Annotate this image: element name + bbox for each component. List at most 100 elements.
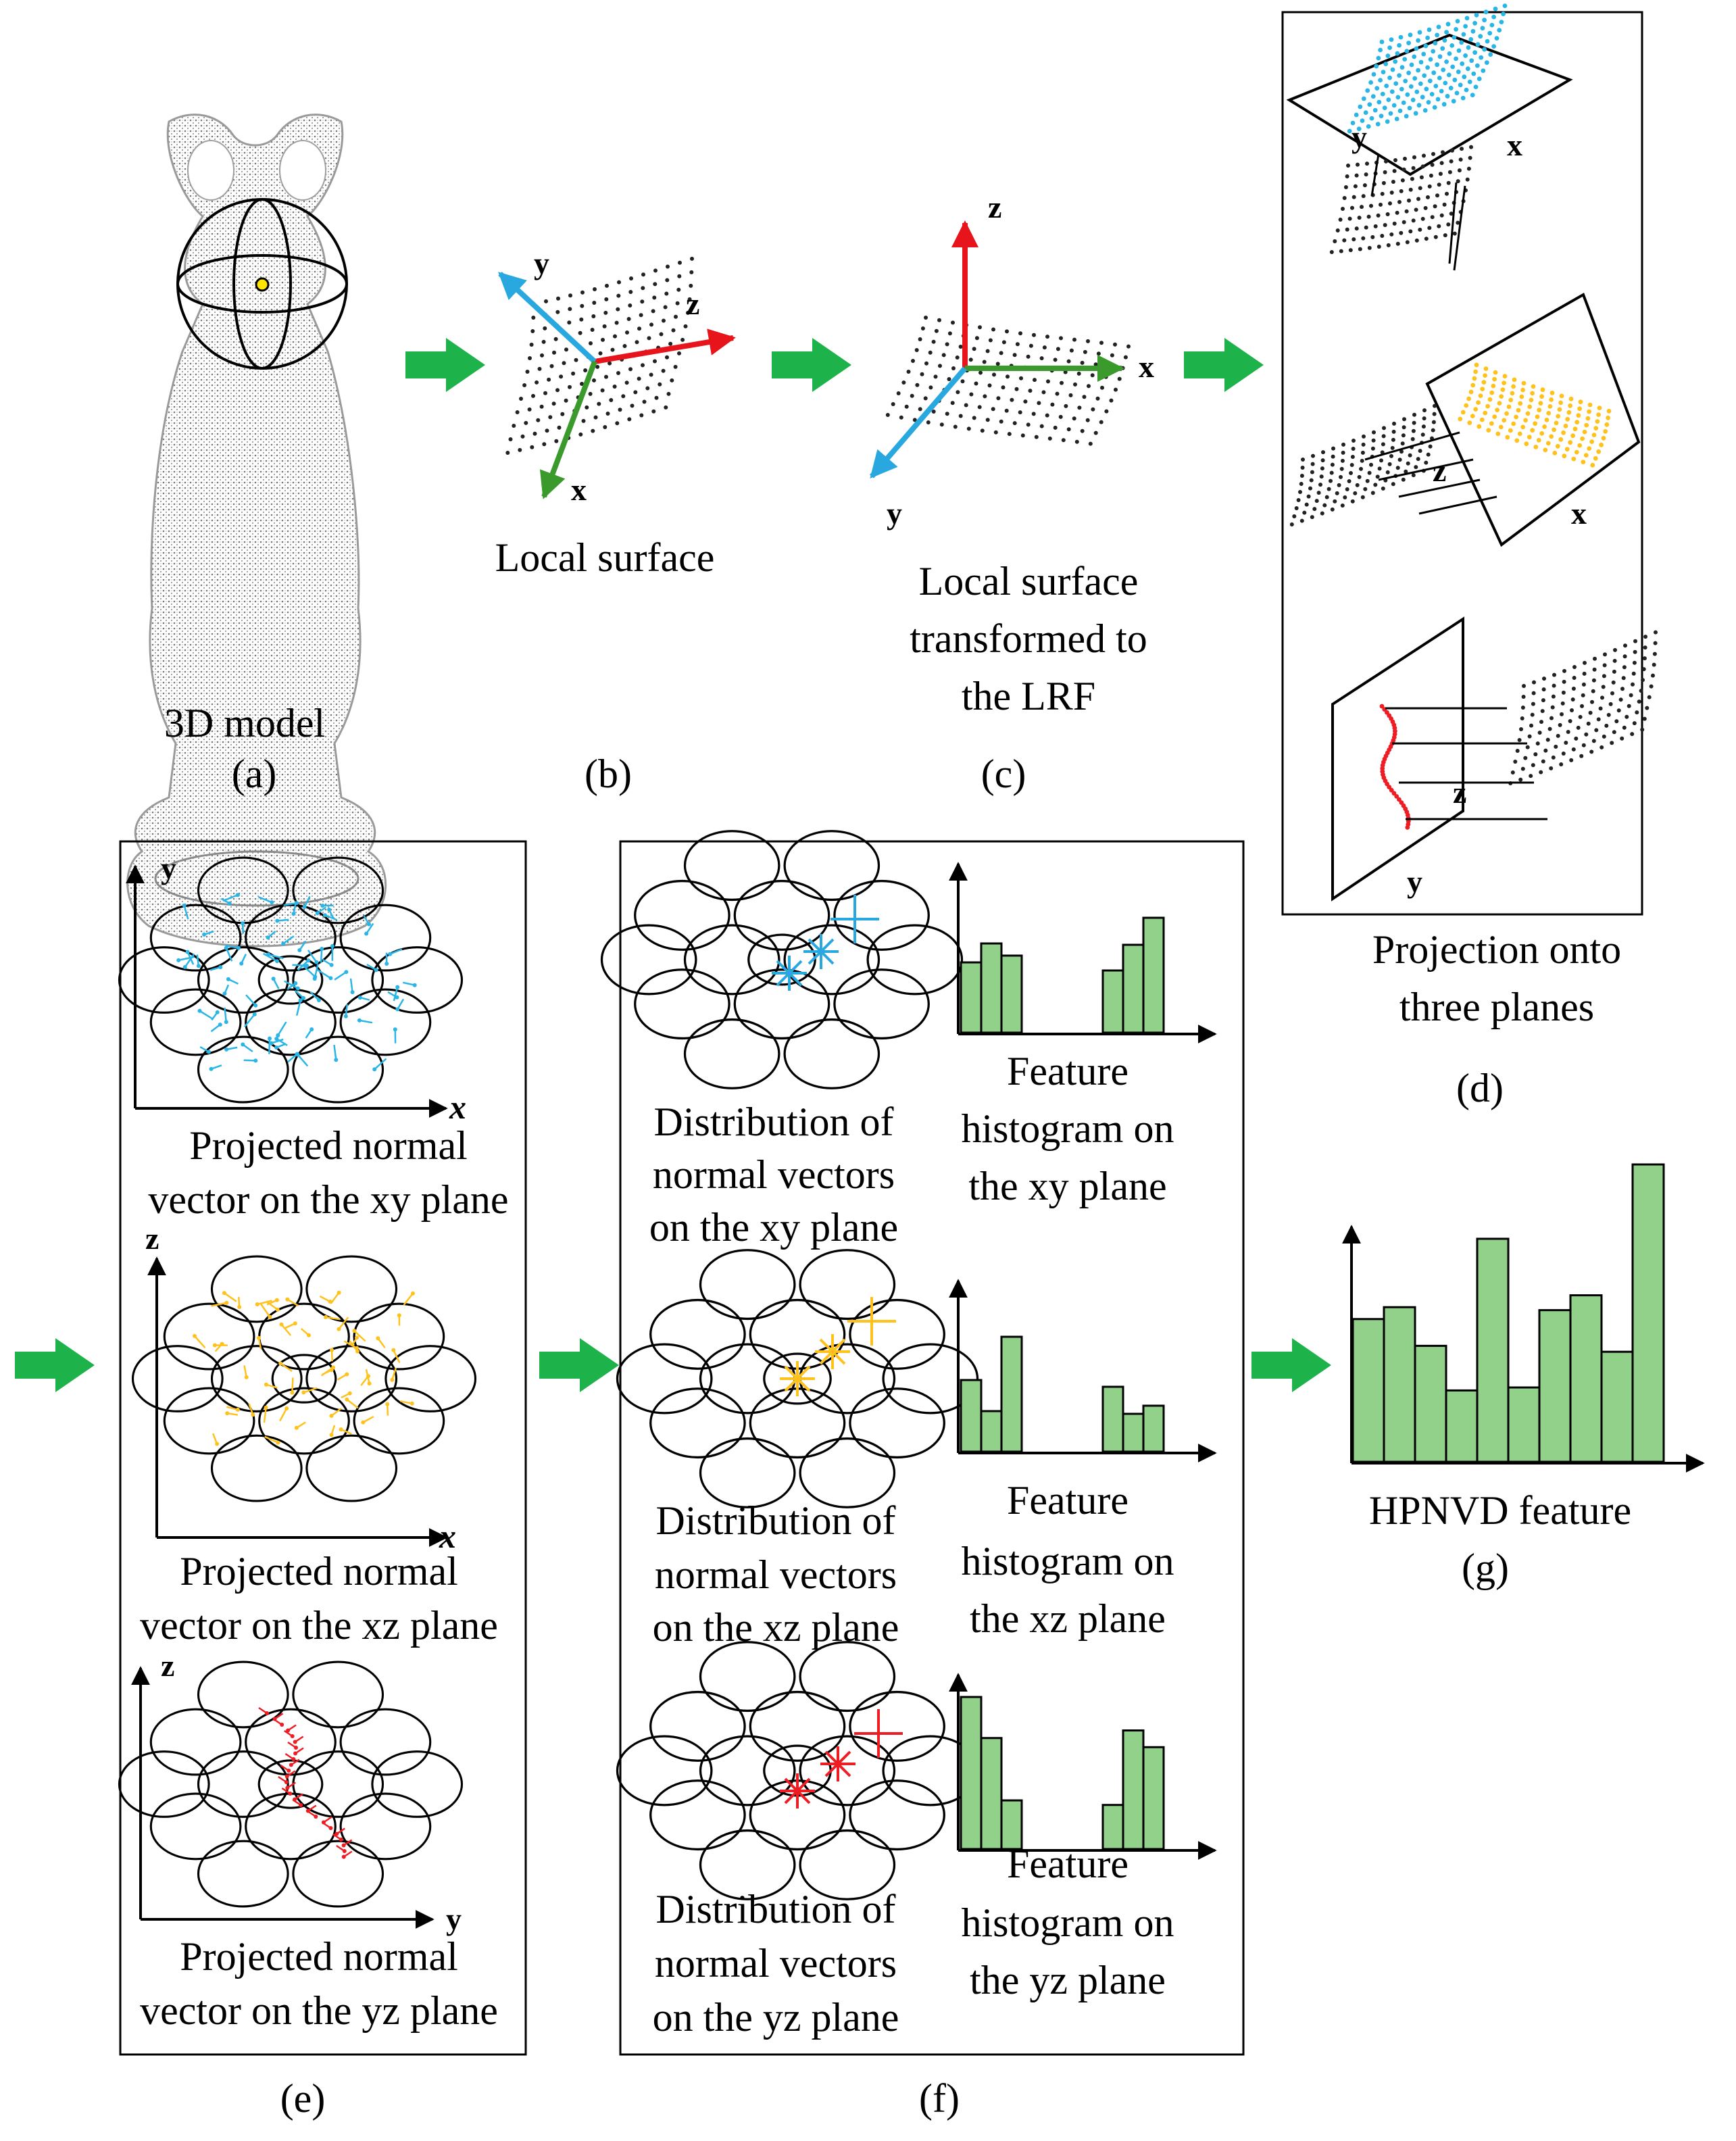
panel-e-frame: [119, 840, 527, 2056]
panel-g: HPNVD feature (g): [1342, 1163, 1705, 1590]
f-hist-xy: [949, 862, 1217, 1043]
histogram-bar: [1101, 1385, 1124, 1453]
e-xz-caption-2: vector on the xz plane: [140, 1603, 498, 1648]
histogram-bar: [960, 961, 983, 1034]
histogram-bar: [960, 1696, 983, 1850]
local-surface-points: [505, 256, 694, 455]
f-yz-hist-1: Feature: [1007, 1842, 1129, 1886]
f-xz-dist-2: normal vectors: [655, 1552, 897, 1597]
histogram-bar: [960, 1379, 983, 1453]
plane-xy: [1286, 33, 1573, 176]
panel-d-line-1: Projection onto: [1372, 927, 1621, 972]
f-dist-xy: [600, 830, 964, 1089]
e-yz-caption-1: Projected normal: [180, 1934, 458, 1979]
plane-yz-axis-a: z: [1453, 775, 1466, 810]
axis-x-arrow: [539, 360, 597, 499]
f-xy-hist-2: histogram on: [962, 1106, 1174, 1151]
e-plot-yz: z y: [118, 1648, 464, 1936]
f-xz-hist-3: the xz plane: [970, 1596, 1166, 1641]
e-xy-caption-2: vector on the xy plane: [148, 1177, 508, 1222]
e-plot-xz: z x: [131, 1221, 477, 1555]
f-xy-dist-1: Distribution of: [654, 1100, 894, 1144]
histogram-bar: [1000, 954, 1023, 1034]
xz-projected-points: [1458, 362, 1612, 468]
histogram-bar: [1600, 1350, 1634, 1463]
histogram-bar: [1569, 1294, 1603, 1463]
plane-xz: [1425, 293, 1641, 547]
axis-y-label: y: [534, 246, 549, 280]
plane-xz-axis-b: x: [1571, 496, 1587, 531]
panel-b-label: (b): [585, 752, 632, 796]
f-xz-hist-2: histogram on: [962, 1539, 1174, 1583]
arrow-to-e-icon: [15, 1338, 95, 1392]
statue-model-image: [126, 114, 387, 948]
histogram-bar: [1507, 1386, 1541, 1463]
histogram-bar: [1142, 916, 1165, 1034]
f-xy-dist-2: normal vectors: [653, 1152, 895, 1197]
e-xy-axis-v: y: [161, 851, 176, 885]
f-yz-dist-2: normal vectors: [655, 1941, 897, 1986]
plane-yz-axis-b: y: [1407, 864, 1422, 899]
e-xz-caption-1: Projected normal: [180, 1549, 458, 1594]
panel-e-label: (e): [280, 2076, 326, 2121]
histogram-bar: [1000, 1335, 1023, 1453]
panel-c-line-3: the LRF: [962, 674, 1095, 718]
histogram-bar: [1414, 1344, 1447, 1463]
yz-histogram-bars: [960, 1696, 1165, 1850]
panel-c-label: (c): [981, 752, 1026, 796]
histogram-bar: [1476, 1237, 1510, 1463]
histogram-bar: [1538, 1309, 1572, 1463]
arrow-e-to-f-icon: [539, 1338, 619, 1392]
arrow-f-to-g-icon: [1251, 1338, 1331, 1392]
e-xz-axis-h: x: [439, 1517, 456, 1555]
axis-z-label: z: [686, 287, 699, 321]
panel-f-label: (f): [919, 2076, 960, 2121]
projection-lines: [1364, 431, 1497, 515]
xy-source-points: [1329, 145, 1473, 254]
panel-f-frame: [619, 840, 1245, 2056]
f-xy-dist-3: on the xy plane: [649, 1205, 898, 1250]
arrow-b-to-c-icon: [772, 338, 851, 392]
e-yz-axis-h: y: [446, 1902, 462, 1936]
panel-d-line-2: three planes: [1399, 985, 1594, 1029]
panel-e: y x Projected normal vector on the xy pl…: [118, 840, 527, 2121]
arrow-c-to-d-icon: [1184, 338, 1264, 392]
transformed-surface-points: [885, 316, 1131, 446]
axis-z-arrow: [594, 328, 736, 364]
xz-normal-vectors: [193, 1290, 415, 1446]
f-xz-hist-1: Feature: [1007, 1478, 1129, 1523]
arrow-a-to-b-icon: [405, 338, 485, 392]
histogram-bar: [1000, 1799, 1023, 1850]
yz-projected-points: [1379, 704, 1411, 830]
f-yz-hist-3: the yz plane: [970, 1958, 1166, 2002]
f-hist-yz: [949, 1673, 1217, 1860]
panel-g-text: HPNVD feature: [1369, 1488, 1631, 1533]
e-xz-axis-v: z: [145, 1221, 159, 1256]
panel-b: y z x Local surface (b): [495, 246, 736, 796]
histogram-bar: [980, 1737, 1003, 1850]
yz-source-points: [1508, 630, 1658, 785]
xy-projected-points: [1347, 3, 1508, 134]
yz-normal-vectors: [258, 1706, 353, 1859]
e-xy-caption-1: Projected normal: [189, 1123, 468, 1168]
panel-a-label: (a): [232, 752, 277, 796]
f-xy-hist-1: Feature: [1007, 1049, 1129, 1093]
keypoint-marker: [255, 277, 270, 292]
histogram-bar: [1101, 1804, 1124, 1850]
xy-normal-vectors: [176, 893, 417, 1072]
histogram-bar: [1122, 1729, 1145, 1850]
histogram-bar: [1122, 943, 1145, 1034]
f-dist-yz: [616, 1641, 979, 1900]
e-plot-xy: y x: [118, 851, 466, 1126]
panel-d-label: (d): [1456, 1066, 1504, 1110]
f-hist-xz: [949, 1279, 1217, 1462]
f-yz-dist-3: on the yz plane: [653, 1995, 899, 2040]
plane-xz-axis-a: z: [1433, 453, 1446, 488]
histogram-bar: [1631, 1163, 1665, 1463]
histogram-bar: [1142, 1746, 1165, 1850]
histogram-bar: [1122, 1412, 1145, 1453]
xy-histogram-bars: [960, 916, 1165, 1034]
axis-z-label: z: [988, 190, 1001, 224]
panel-f: Distribution of normal vectors on the xy…: [600, 830, 1245, 2121]
xz-histogram-bars: [960, 1335, 1165, 1453]
